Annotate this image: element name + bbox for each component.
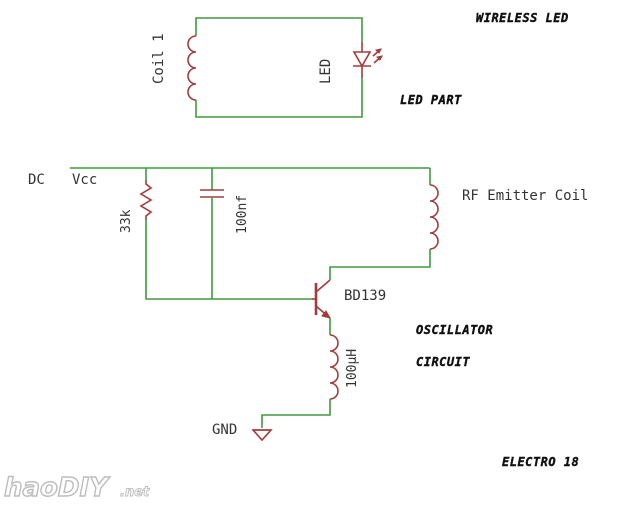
led-loop-wire (195, 17, 363, 42)
coil-1-symbol (187, 35, 197, 101)
resistor-33k (139, 180, 153, 220)
label-led: LED (318, 59, 334, 84)
label-100uh: 100µH (345, 349, 360, 388)
led-loop-wire-bottom (195, 78, 363, 118)
watermark-suffix: .net (120, 485, 150, 500)
watermark-logo: haoDIY .net (3, 472, 150, 503)
led-part-circuit (187, 17, 383, 118)
ground-symbol (251, 429, 273, 442)
title-credit: ELECTRO 18 (502, 455, 579, 469)
title-circuit: CIRCUIT (416, 355, 470, 369)
transistor-bd139 (312, 279, 332, 319)
led-symbol (352, 42, 383, 78)
title-led-part: LED PART (400, 93, 462, 107)
oscillator-circuit (70, 167, 439, 442)
title-wireless-led: WIRELESS LED (476, 11, 569, 25)
label-gnd: GND (212, 422, 237, 438)
label-dc: DC (28, 172, 45, 188)
label-vcc: Vcc (72, 172, 97, 188)
label-100nf: 100nf (235, 195, 250, 234)
title-oscillator: OSCILLATOR (416, 323, 493, 337)
label-33k: 33k (119, 209, 134, 233)
label-bd139: BD139 (344, 288, 386, 304)
rf-emitter-coil (429, 184, 439, 250)
watermark-brand: haoDIY (4, 473, 111, 503)
label-coil-1: Coil 1 (151, 33, 167, 84)
inductor-100uh (329, 334, 339, 400)
label-rf-emitter-coil: RF Emitter Coil (462, 188, 588, 204)
